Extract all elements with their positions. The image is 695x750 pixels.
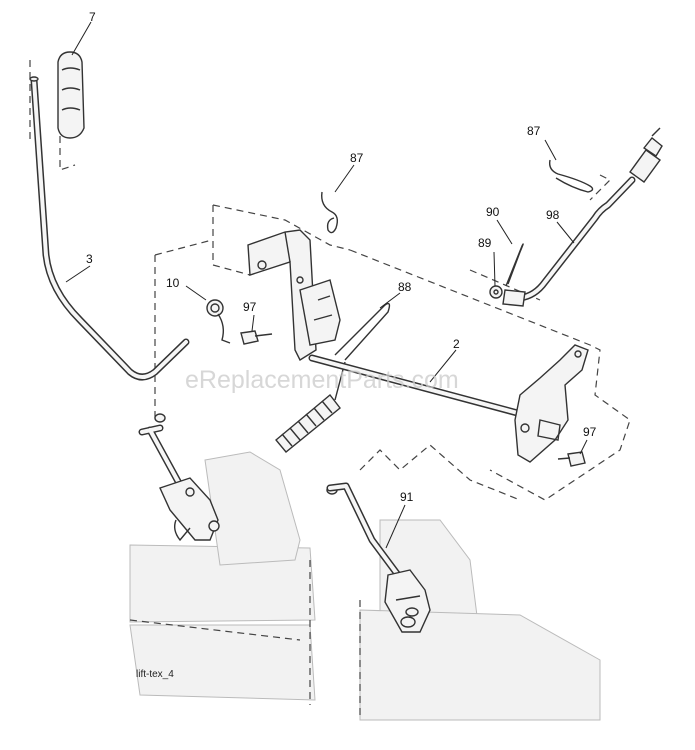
- diagram-code: lift-tex_4: [136, 669, 174, 680]
- grip-part-7: [57, 51, 85, 139]
- callout-3: 3: [86, 252, 93, 266]
- callout-7: 7: [89, 10, 96, 24]
- callout-2: 2: [453, 337, 460, 351]
- lift-shaft-part-2: [308, 354, 529, 419]
- callout-10: 10: [166, 276, 180, 290]
- callout-87-right: 87: [527, 124, 541, 138]
- callout-97-upper: 97: [243, 300, 257, 314]
- cotter-pin-part-90: [505, 243, 524, 287]
- hairpin-clip-part-87-right: [548, 159, 594, 193]
- watermark: eReplacementParts.com: [185, 366, 459, 394]
- lift-link-part-98: [502, 127, 663, 307]
- mounting-bracket: [247, 229, 341, 362]
- callout-labels: 7 87 87 90 98 89 3 10 97 88 2 97 91: [86, 10, 597, 504]
- right-lift-arm: [514, 344, 589, 463]
- lower-lift-arm-part-91: [326, 482, 431, 633]
- callout-88: 88: [398, 280, 412, 294]
- spring-part-10: [206, 299, 231, 344]
- callout-87-left: 87: [350, 151, 364, 165]
- extension-spring-part-88: [275, 302, 391, 453]
- deck-background: [129, 451, 601, 721]
- lift-handle-part-3: [29, 76, 190, 381]
- callout-91: 91: [400, 490, 414, 504]
- callout-89: 89: [478, 236, 492, 250]
- bolt-part-97-lower: [557, 451, 586, 467]
- callout-98: 98: [546, 208, 560, 222]
- hairpin-clip-part-87-left: [321, 191, 339, 234]
- bolt-part-97-upper: [240, 330, 273, 345]
- leader-lines: [65, 21, 588, 549]
- callout-90: 90: [486, 205, 500, 219]
- left-lower-lift-arm: [138, 413, 220, 542]
- washer-part-89: [489, 285, 503, 299]
- callout-97-lower: 97: [583, 425, 597, 439]
- assembly-outlines: [29, 60, 631, 720]
